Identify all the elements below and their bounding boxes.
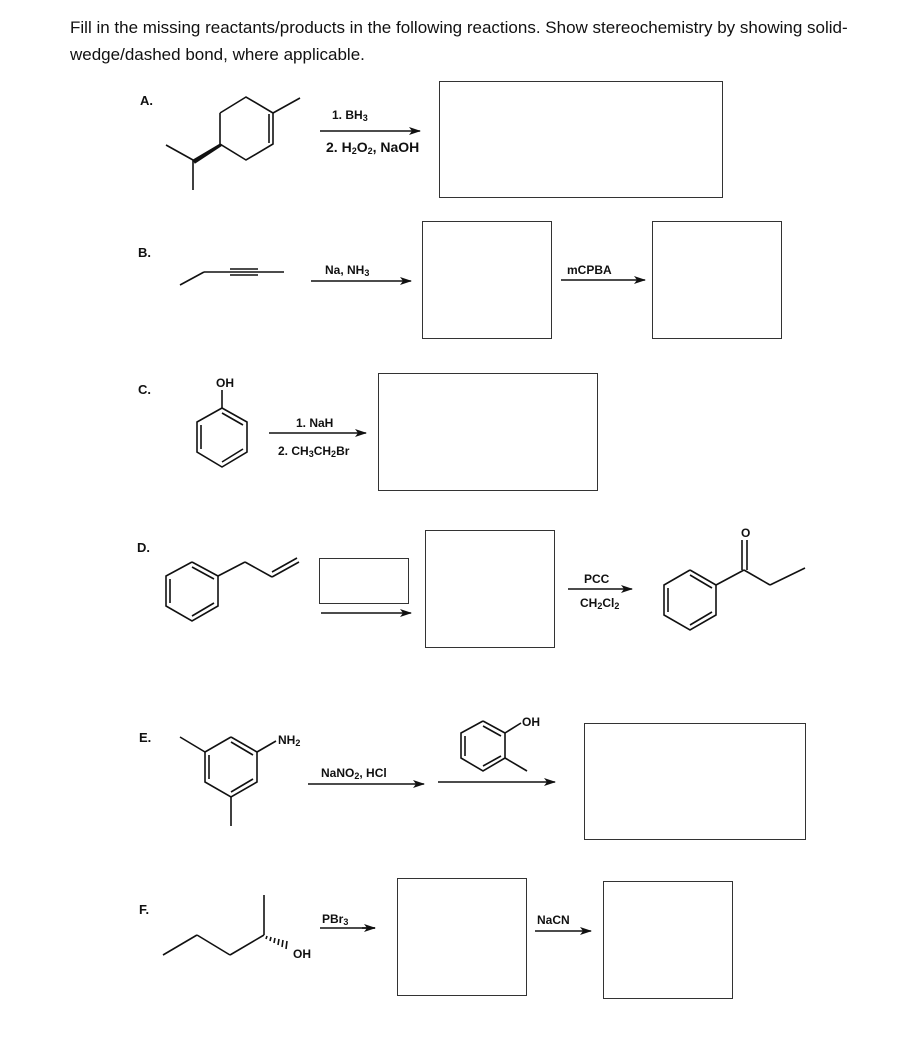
atom-label-c-oh: OH — [216, 376, 234, 390]
answer-box-d[interactable] — [425, 530, 555, 648]
atom-label-e-oh: OH — [522, 715, 540, 729]
instructions-text: Fill in the missing reactants/products i… — [70, 18, 848, 64]
reagent-a-2: 2. H2O2, NaOH — [326, 139, 420, 156]
reagent-box-d[interactable] — [319, 558, 409, 604]
answer-box-a[interactable] — [439, 81, 723, 198]
atom-label-d-o: O — [741, 526, 751, 540]
problem-label-e: E. — [139, 730, 152, 745]
structure-e-reactant — [179, 736, 277, 826]
structure-a-reactant — [165, 96, 301, 190]
answer-box-c[interactable] — [378, 373, 598, 491]
reagent-e-1: NaNO2, HCl — [321, 766, 387, 781]
reagent-b-1: Na, NH3 — [325, 263, 370, 278]
answer-box-f2[interactable] — [603, 881, 733, 999]
problem-label-b: B. — [138, 245, 151, 260]
reagent-c-1: 1. NaH — [296, 416, 334, 430]
reagent-d-pcc: PCC — [584, 572, 610, 586]
reagent-f-2: NaCN — [537, 913, 570, 927]
structure-e-reagent — [460, 720, 528, 772]
structure-d-reactant — [165, 557, 300, 622]
structure-c-reactant — [196, 390, 248, 468]
answer-box-b2[interactable] — [652, 221, 782, 339]
reagent-b-2: mCPBA — [567, 263, 612, 277]
atom-label-f-oh: OH — [293, 947, 311, 961]
structure-b-reactant — [179, 268, 284, 286]
reagent-d-solvent: CH2Cl2 — [580, 596, 620, 611]
problem-label-f: F. — [139, 902, 150, 917]
reagent-a-1: 1. BH3 — [332, 108, 368, 123]
problem-label-d: D. — [137, 540, 150, 555]
answer-box-e[interactable] — [584, 723, 806, 840]
problem-label-c: C. — [138, 382, 151, 397]
answer-box-b1[interactable] — [422, 221, 552, 339]
structure-d-product — [663, 540, 806, 631]
reagent-c-2: 2. CH3CH2Br — [278, 444, 350, 459]
problem-label-a: A. — [140, 93, 153, 108]
reagent-f-1: PBr3 — [322, 912, 349, 927]
answer-box-f1[interactable] — [397, 878, 527, 996]
structure-f-reactant — [162, 895, 288, 956]
atom-label-e-nh2: NH2 — [278, 733, 301, 748]
